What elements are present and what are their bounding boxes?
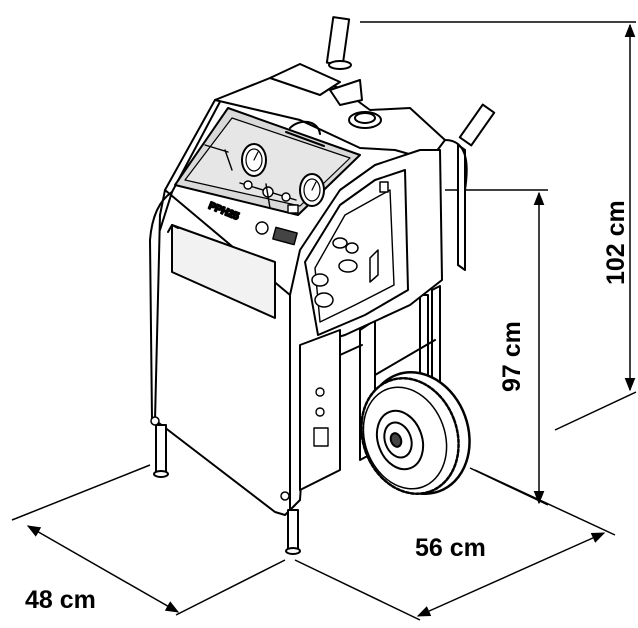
pressure-gauge-right <box>299 173 325 207</box>
height-total-label: 102 cm <box>602 200 630 285</box>
dimension-depth <box>11 464 286 616</box>
front-window <box>171 224 276 319</box>
hose-connectors <box>311 181 389 308</box>
valve-assembly <box>204 144 299 246</box>
rear-handle <box>325 16 496 271</box>
pressure-gauge-left <box>241 143 267 177</box>
knob-icon <box>255 221 269 235</box>
machine: PPH25 <box>149 16 496 555</box>
height-body-label: 97 cm <box>498 321 526 392</box>
model-label: PPH25 <box>207 201 241 223</box>
depth-label: 48 cm <box>25 586 96 614</box>
wheel <box>360 371 471 495</box>
front-feet <box>150 416 301 555</box>
dimension-height-total <box>360 21 637 431</box>
width-label: 56 cm <box>415 534 486 562</box>
